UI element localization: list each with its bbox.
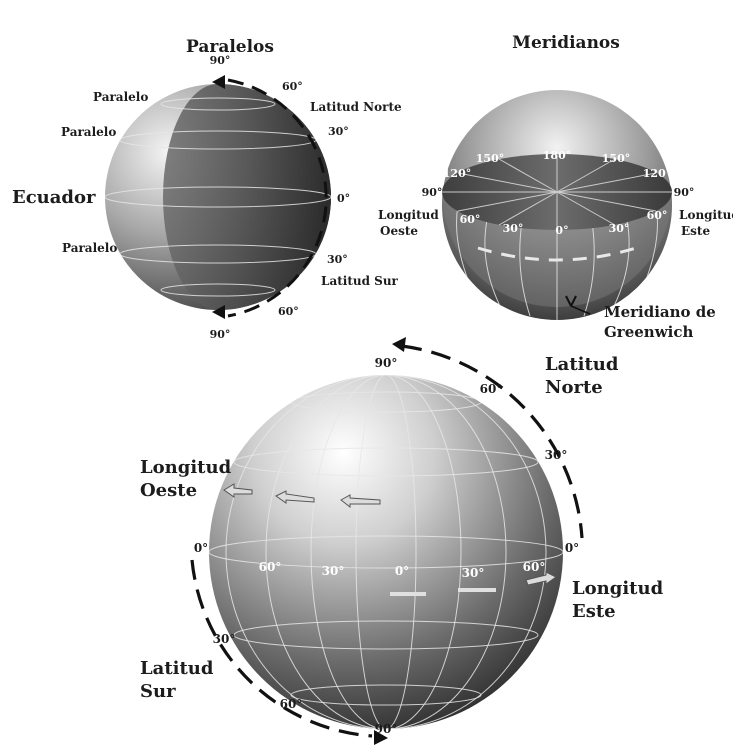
- longitude-dashes: [477, 246, 637, 262]
- deg-label: 90°: [375, 356, 398, 370]
- deg-label: 90°: [375, 722, 398, 736]
- meridian-spokes: [442, 154, 672, 230]
- east-arrows: [390, 571, 557, 596]
- west-arrows: [223, 483, 381, 509]
- meridian-line: [484, 214, 501, 307]
- deg-label: 0°: [565, 541, 579, 555]
- globe-paralelos: Paralelos 90° 90° Paralelo Paralelo Para…: [12, 37, 402, 341]
- south-arrow: [374, 730, 388, 745]
- longitud-este-label: Este: [681, 224, 710, 238]
- globe-meridianos: Meridianos 150° 180° 150° 120° 120° 90° …: [378, 33, 733, 341]
- parallel-line-60n: [160, 97, 276, 111]
- deg-label: 60°: [647, 209, 668, 222]
- deg-label: 150°: [476, 152, 504, 165]
- deg-label: 180°: [543, 149, 571, 162]
- longitude-label: 0°: [395, 564, 409, 578]
- meridian-line: [613, 214, 630, 307]
- ecuador-label: Ecuador: [12, 187, 96, 208]
- greenwich-label: Meridiano de: [604, 303, 716, 321]
- deg-label: 60°: [278, 305, 299, 318]
- deg-label: 0°: [337, 192, 350, 205]
- deg-label: 90°: [210, 54, 231, 67]
- longitud-oeste-label: Longitud: [378, 208, 439, 222]
- deg-label: 60°: [280, 697, 303, 711]
- latitud-sur-label: Sur: [140, 681, 176, 702]
- north-pole-marker: [212, 75, 225, 89]
- latitude-arc-south: [190, 559, 373, 738]
- longitud-este-label: Longitud: [572, 578, 664, 599]
- paralelo-label: Paralelo: [62, 241, 117, 255]
- deg-label: 30°: [609, 222, 630, 235]
- paralelo-label: Paralelo: [61, 125, 116, 139]
- deg-label: 0°: [555, 224, 568, 237]
- globe-coordinates-sphere: [209, 375, 563, 729]
- globe-paralelos-shaded-half: [163, 84, 331, 310]
- equator-line: [105, 186, 331, 208]
- globe-paralelos-title: Paralelos: [186, 37, 274, 57]
- paralelo-label: Paralelo: [93, 90, 148, 104]
- longitud-oeste-label: Longitud: [140, 457, 232, 478]
- deg-label: 120°: [443, 167, 471, 180]
- deg-label: 90°: [674, 186, 695, 199]
- deg-label: 30°: [545, 448, 568, 462]
- meridian-line: [643, 204, 658, 286]
- greenwich-pointer: [570, 305, 591, 315]
- latitud-norte-label: Norte: [545, 377, 603, 398]
- longitude-label: 60°: [523, 560, 546, 574]
- deg-label: 90°: [422, 186, 443, 199]
- deg-label: 120°: [643, 167, 671, 180]
- meridian-line: [519, 221, 531, 317]
- south-pole-marker: [212, 305, 225, 319]
- longitude-label: 60°: [259, 560, 282, 574]
- greenwich-label: Greenwich: [604, 323, 693, 341]
- longitude-label: 30°: [462, 566, 485, 580]
- north-arrow: [392, 337, 406, 352]
- deg-label: 150°: [602, 152, 630, 165]
- deg-label: 30°: [328, 125, 349, 138]
- latitud-norte-label: Latitud Norte: [310, 100, 402, 114]
- parallel-line-60s: [160, 283, 276, 297]
- meridian-line: [583, 221, 595, 317]
- deg-label: 60°: [480, 382, 503, 396]
- longitud-oeste-label: Oeste: [380, 224, 418, 238]
- globe-coordinates: 90° 60° 30° 0° 0° 30° 60° 90° 60° 30° 0°…: [140, 337, 664, 745]
- longitud-este-label: Longitud: [679, 208, 733, 222]
- deg-label: 30°: [327, 253, 348, 266]
- deg-label: 90°: [210, 328, 231, 341]
- latitud-norte-label: Latitud: [545, 354, 619, 375]
- deg-label: 30°: [213, 632, 236, 646]
- meridian-line: [456, 204, 471, 286]
- latitud-sur-label: Latitud Sur: [321, 274, 399, 288]
- longitud-este-label: Este: [572, 601, 616, 622]
- latitude-arc-dashed: [227, 78, 328, 318]
- deg-label: 60°: [460, 213, 481, 226]
- deg-label: 60°: [282, 80, 303, 93]
- deg-label: 0°: [194, 541, 208, 555]
- globe-meridianos-title: Meridianos: [512, 33, 620, 53]
- longitude-label: 30°: [322, 564, 345, 578]
- latitud-sur-label: Latitud: [140, 658, 214, 679]
- deg-label: 30°: [503, 222, 524, 235]
- longitud-oeste-label: Oeste: [140, 480, 197, 501]
- latitude-arc-north: [401, 344, 584, 539]
